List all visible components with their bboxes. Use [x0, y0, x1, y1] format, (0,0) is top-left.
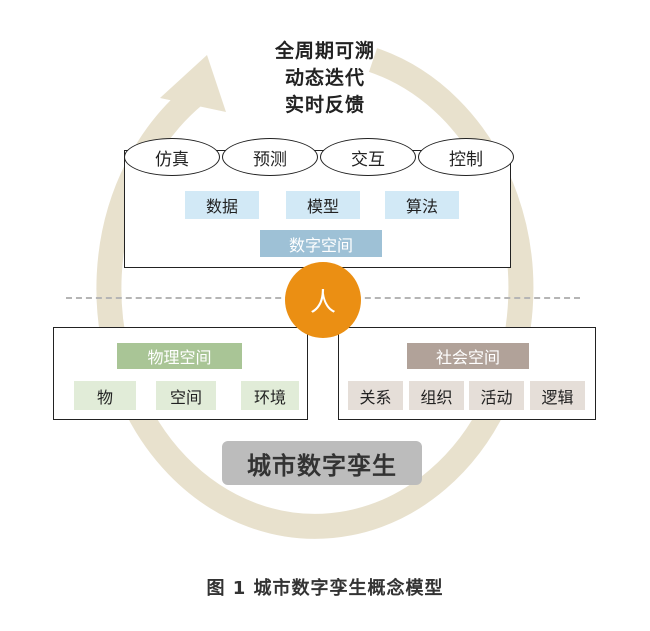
social-item-logic: 逻辑 — [530, 381, 585, 410]
city-digital-twin-label: 城市数字孪生 — [222, 441, 422, 485]
social-space-box: 社会空间 关系 组织 活动 逻辑 — [338, 327, 596, 420]
header-line-2: 动态迭代 — [284, 67, 365, 89]
social-item-activity: 活动 — [469, 381, 524, 410]
capability-prediction: 预测 — [222, 138, 318, 176]
physical-space-label: 物理空间 — [117, 343, 242, 369]
digital-element-algorithm: 算法 — [385, 191, 459, 219]
cycle-arrow-head — [160, 55, 226, 112]
capability-simulation: 仿真 — [124, 138, 220, 176]
physical-space-box: 物理空间 物 空间 环境 — [53, 327, 308, 420]
digital-space-label: 数字空间 — [260, 230, 382, 257]
physical-item-space: 空间 — [156, 381, 216, 410]
person-circle: 人 — [285, 262, 361, 338]
digital-element-model: 模型 — [286, 191, 360, 219]
capability-control: 控制 — [418, 138, 514, 176]
physical-item-object: 物 — [74, 381, 136, 410]
social-item-relation: 关系 — [348, 381, 403, 410]
digital-element-data: 数据 — [185, 191, 259, 219]
capability-interaction: 交互 — [320, 138, 416, 176]
header-line-3: 实时反馈 — [284, 94, 365, 116]
social-space-label: 社会空间 — [407, 343, 529, 369]
social-item-organization: 组织 — [409, 381, 464, 410]
physical-item-environment: 环境 — [241, 381, 299, 410]
header-line-1: 全周期可溯 — [274, 40, 375, 62]
figure-caption: 图 1 城市数字孪生概念模型 — [206, 578, 444, 599]
